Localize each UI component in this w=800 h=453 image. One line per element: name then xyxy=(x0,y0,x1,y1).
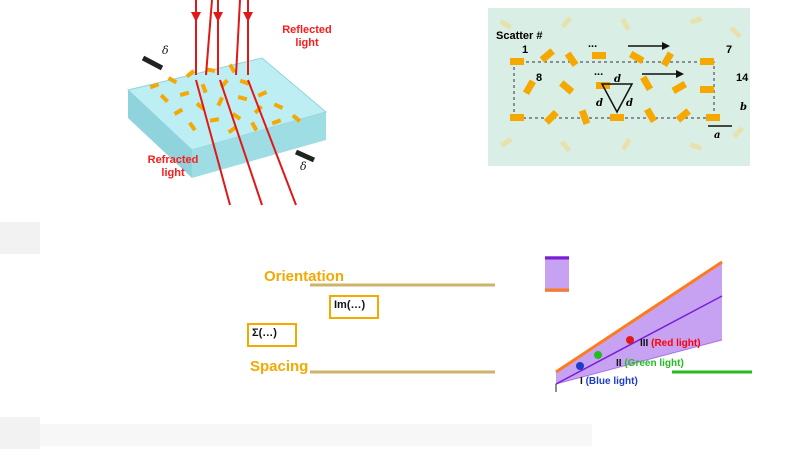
glass-slab xyxy=(126,57,328,178)
mid-line xyxy=(555,295,723,385)
d-label-right: d xyxy=(626,98,633,109)
a-label: a xyxy=(714,130,721,141)
legend-blue: I (Blue light) xyxy=(580,376,638,387)
phase-box-2-text: Σ(…) xyxy=(252,327,277,339)
refracted-light-label: Refracted light xyxy=(147,154,199,179)
ellipsis-mid: ... xyxy=(594,66,604,78)
angle-label-bottom: δ xyxy=(300,160,307,173)
d-label-top: d xyxy=(614,74,621,85)
inset-title: Scatter # xyxy=(496,30,543,42)
caption-bar xyxy=(40,424,592,446)
legend-green: II (Green light) xyxy=(616,358,684,369)
point-green xyxy=(594,351,602,359)
spacing-label: Spacing xyxy=(250,358,309,375)
legend-green-text: (Green light) xyxy=(624,358,684,369)
b-label: b xyxy=(740,102,747,113)
angle-label-top: δ xyxy=(162,44,169,57)
legend-green-numeral: II xyxy=(616,358,622,369)
phase-box-1-text: Im(…) xyxy=(334,299,366,311)
reflected-light-label: Reflected light xyxy=(282,24,332,49)
d-label-left: d xyxy=(596,98,603,109)
legend-red-numeral: III xyxy=(640,338,649,349)
light-rays xyxy=(195,0,297,206)
polarizer-arrows xyxy=(141,55,316,163)
legend-red-text: (Red light) xyxy=(651,338,701,349)
ray-arrowheads xyxy=(191,12,253,22)
orientation-label: Orientation xyxy=(264,268,345,285)
inset-arrows xyxy=(628,45,732,127)
scatter-number-7: 7 xyxy=(726,44,733,56)
phase-box-1 xyxy=(329,295,379,319)
panel-b-tab xyxy=(0,222,40,254)
panel-c-tab xyxy=(0,417,40,449)
upper-bound-line xyxy=(555,260,723,374)
ellipsis-top: ... xyxy=(588,38,598,50)
legend-red: III (Red light) xyxy=(640,338,701,349)
scatter-number-14: 14 xyxy=(736,72,749,84)
lower-bound-line xyxy=(555,339,723,385)
legend-blue-numeral: I xyxy=(580,376,583,387)
point-blue xyxy=(576,362,584,370)
inset-faded-scatterers xyxy=(499,16,745,153)
spacing-triangle xyxy=(600,83,634,114)
phase-box-2 xyxy=(247,323,297,347)
scatter-number-1: 1 xyxy=(522,44,529,56)
inset-arrowheads xyxy=(662,42,684,78)
point-red xyxy=(626,336,634,344)
scatter-number-8: 8 xyxy=(536,72,543,84)
legend-blue-text: (Blue light) xyxy=(585,376,638,387)
legend-band-swatch xyxy=(545,256,569,292)
